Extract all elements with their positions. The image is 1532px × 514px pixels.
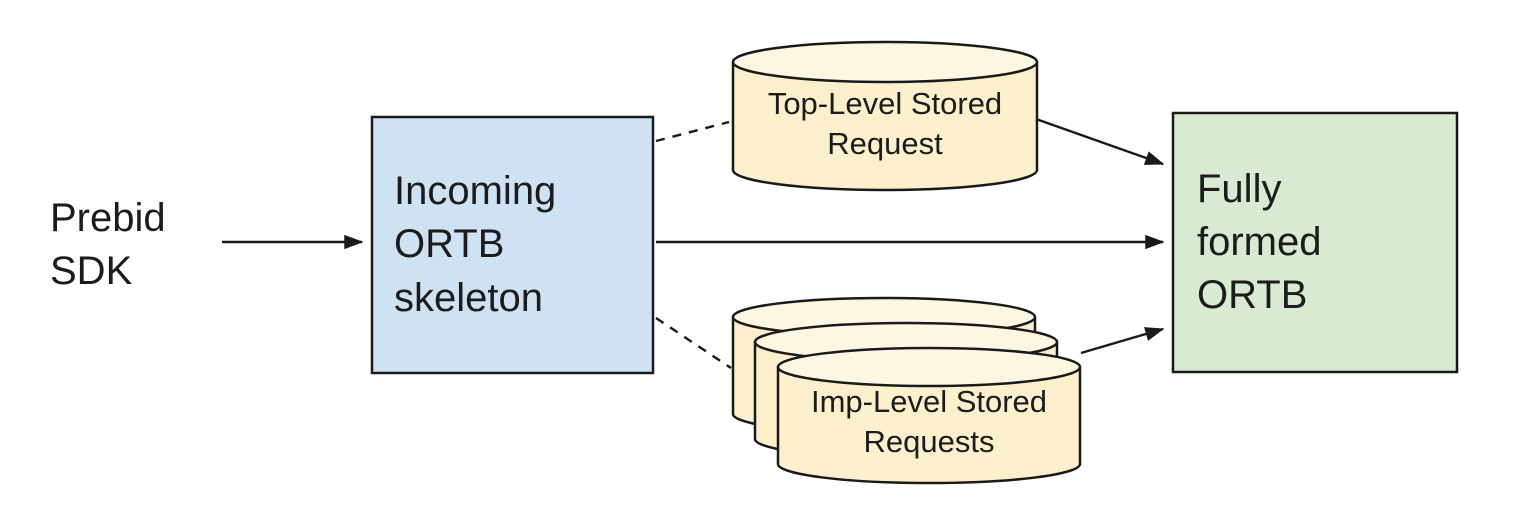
dashed-link-incoming-to-imp-stored (655, 317, 732, 369)
arrow-imp-stored-to-fully-formed (1080, 327, 1165, 355)
prebid-sdk-label: Prebid SDK (50, 196, 166, 294)
cylinder-top (731, 40, 1039, 84)
top-level-stored-request-cylinder (731, 40, 1039, 192)
top-level-stored-request-label: Top-Level Stored Request (767, 86, 1003, 161)
incoming-ortb-box (370, 115, 655, 375)
arrow-top-stored-to-fully-formed (1035, 117, 1165, 166)
fully-formed-ortb-label: Fully formed ORTB (1197, 166, 1322, 318)
imp-level-stored-requests-label: Imp-Level Stored Requests (810, 383, 1048, 459)
dashed-link-incoming-to-top-stored (655, 120, 730, 143)
incoming-ortb-label: Incoming ORTB skeleton (394, 169, 557, 320)
cylinder-body (731, 62, 1039, 192)
cylinder-body (776, 367, 1082, 485)
cylinder-top (776, 346, 1082, 388)
imp-level-stored-requests-cylinders (731, 296, 1082, 485)
fully-formed-ortb-box (1171, 111, 1459, 374)
